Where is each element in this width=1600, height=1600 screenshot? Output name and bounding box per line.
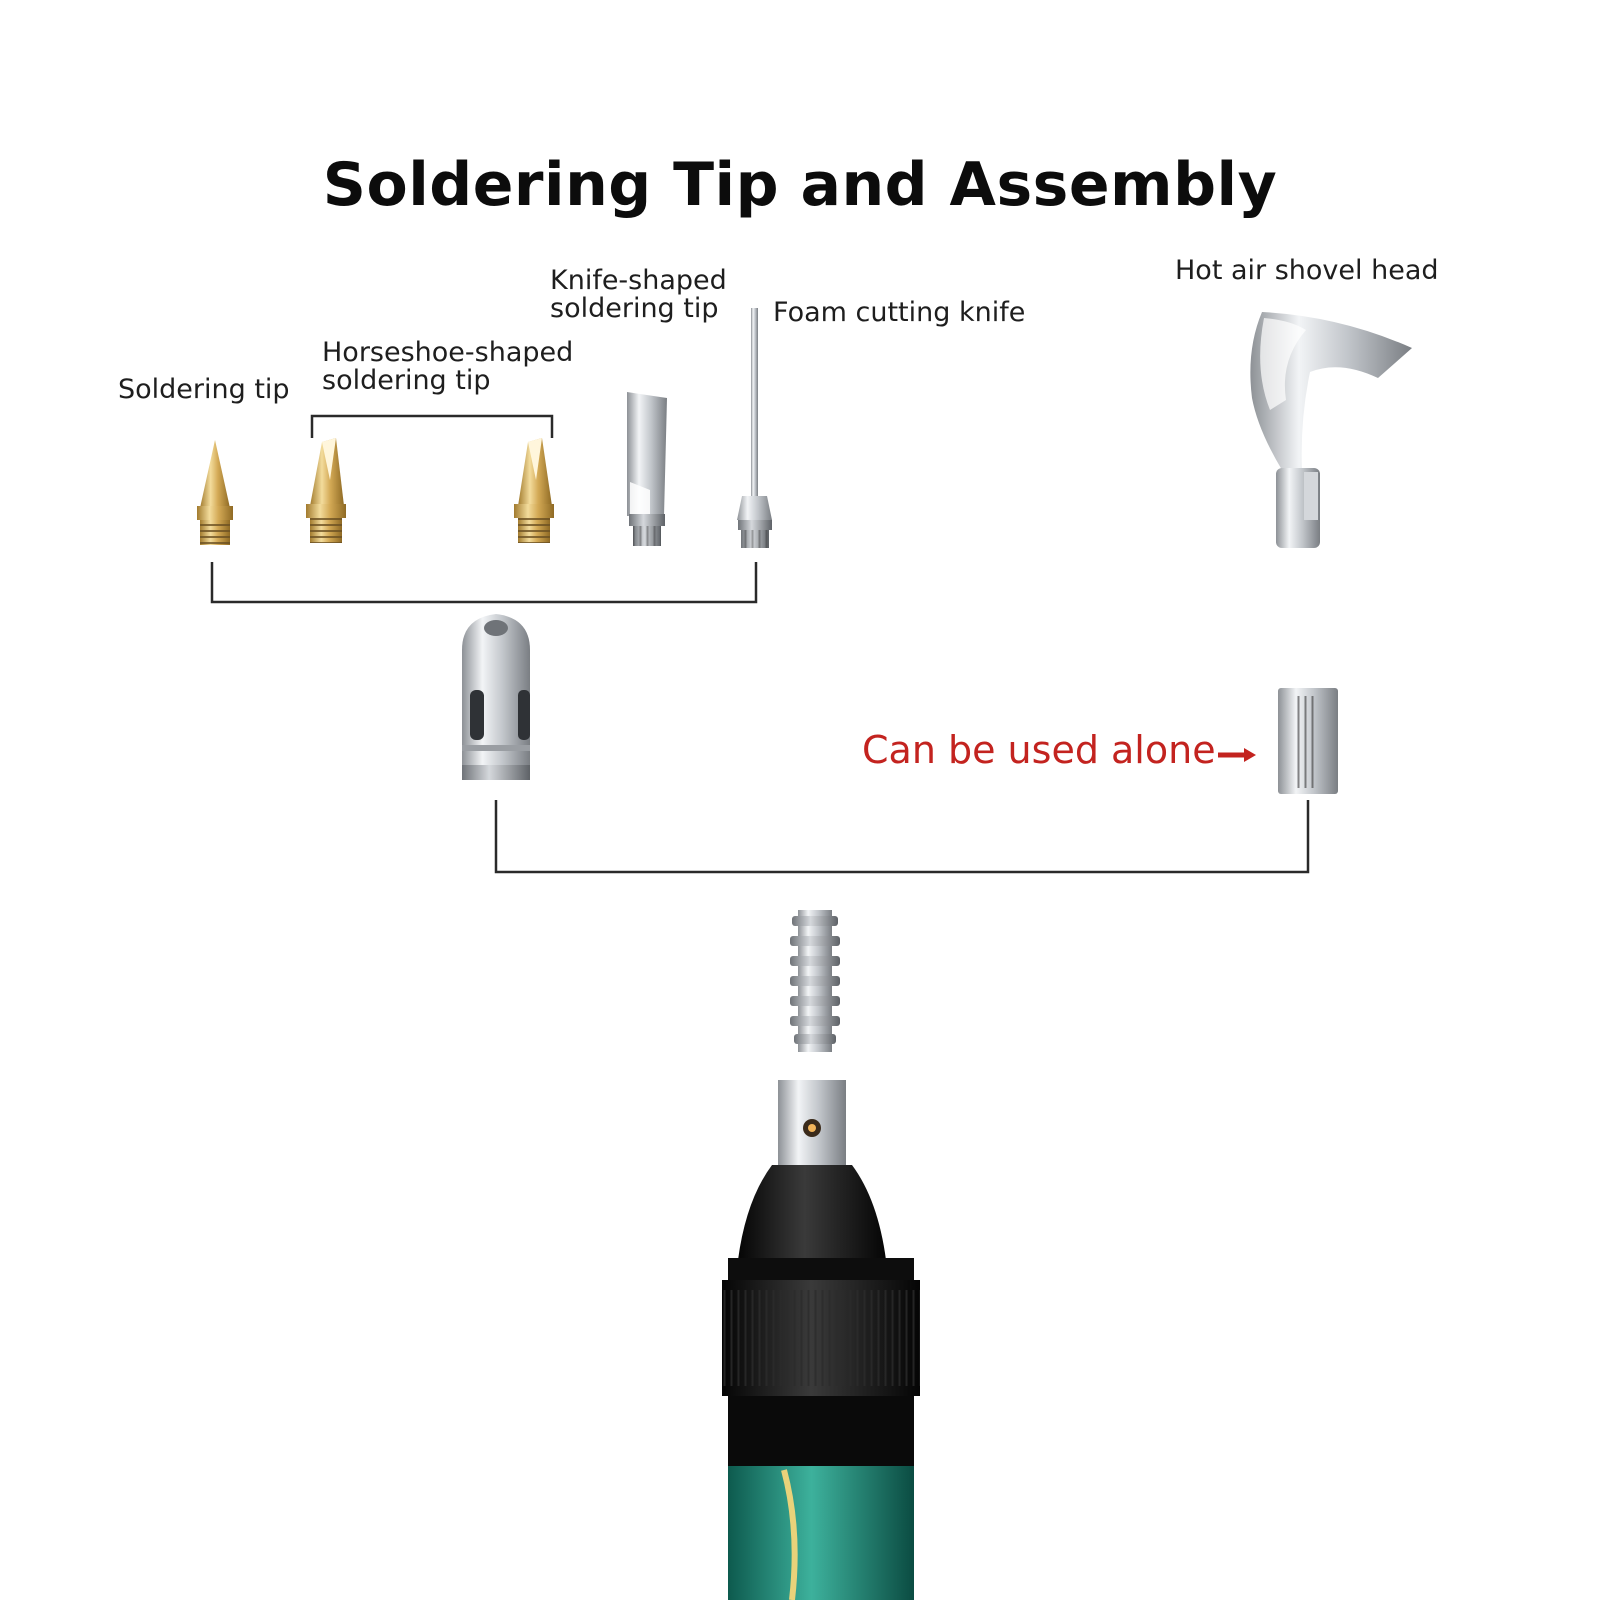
label-foam-knife: Foam cutting knife (773, 297, 1026, 328)
foam-cutting-knife-image (737, 308, 772, 548)
label-hot-air-shovel: Hot air shovel head (1175, 255, 1439, 286)
tips-connector-bracket (210, 414, 758, 604)
horseshoe-tip-right-image (514, 438, 554, 543)
connector-sleeve-image (1278, 688, 1338, 794)
assembly-connector-bracket (494, 800, 1310, 874)
soldering-tip-image (197, 440, 233, 545)
label-knife-line2: soldering tip (550, 293, 719, 324)
label-knife-line1: Knife-shaped (550, 265, 727, 296)
nozzle-housing-image (462, 614, 530, 780)
hot-air-shovel-head-image (1250, 312, 1412, 548)
label-horseshoe-line2: soldering tip (322, 365, 491, 396)
horseshoe-tip-left-image (306, 438, 346, 543)
label-soldering-tip: Soldering tip (118, 374, 290, 405)
red-arrow-icon (1218, 748, 1256, 762)
label-can-be-used-alone: Can be used alone (862, 728, 1216, 772)
torch-body-image (722, 1080, 920, 1600)
knife-tip-image (627, 392, 667, 546)
label-horseshoe-line1: Horseshoe-shaped (322, 337, 574, 368)
heating-screw-image (790, 910, 840, 1052)
page-title: Soldering Tip and Assembly (322, 150, 1278, 220)
